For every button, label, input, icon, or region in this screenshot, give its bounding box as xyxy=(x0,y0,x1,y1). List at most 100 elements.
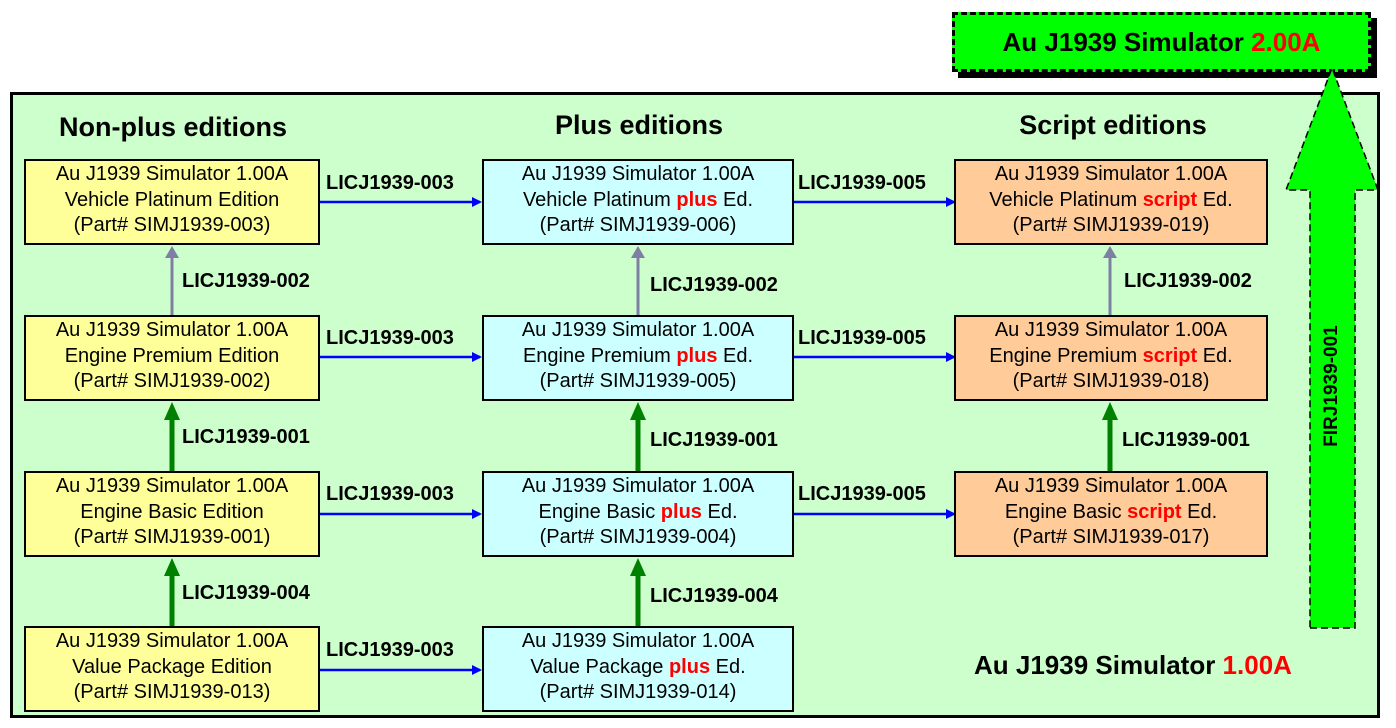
edition-suffix: Ed. xyxy=(710,655,746,678)
edition-highlight: plus xyxy=(668,655,711,678)
box-line-1: Au J1939 Simulator 1.00A xyxy=(521,630,755,652)
arrow-plus-up-4-3 xyxy=(630,558,646,626)
box-line-2: Engine Premium Edition xyxy=(64,344,280,367)
license-label-np-plus-r4: LICJ1939-003 xyxy=(326,639,454,661)
license-label-np-up-1: LICJ1939-002 xyxy=(182,270,310,292)
box-line-3: (Part# SIMJ1939-006) xyxy=(539,214,737,236)
box-line-1: Au J1939 Simulator 1.00A xyxy=(521,319,755,341)
edition-suffix: Ed. xyxy=(1197,344,1233,367)
version-2-box: Au J1939 Simulator 2.00A xyxy=(952,12,1371,72)
box-line-2: Vehicle Platinum plus Ed. xyxy=(484,188,792,214)
box-vehicle-platinum-plus: Au J1939 Simulator 1.00A Vehicle Platinu… xyxy=(482,159,794,245)
box-line-2: Engine Basic Edition xyxy=(80,500,264,523)
box-engine-premium-plus: Au J1939 Simulator 1.00A Engine Premium … xyxy=(482,315,794,401)
edition-suffix: Ed. xyxy=(1197,188,1233,211)
box-engine-basic-plus: Au J1939 Simulator 1.00A Engine Basic pl… xyxy=(482,471,794,557)
box-line-2: Engine Basic script Ed. xyxy=(956,500,1266,526)
edition-highlight: script xyxy=(1142,188,1198,211)
license-label-script-up-2: LICJ1939-001 xyxy=(1122,429,1250,451)
edition-highlight: plus xyxy=(676,188,718,211)
license-label-plus-up-2: LICJ1939-001 xyxy=(650,429,778,451)
box-engine-premium-edition: Au J1939 Simulator 1.00A Engine Premium … xyxy=(24,315,320,401)
license-label-np-plus-r3: LICJ1939-003 xyxy=(326,483,454,505)
arrow-np-up-3-2 xyxy=(164,402,180,471)
arrow-plus-up-2-1 xyxy=(631,246,645,315)
box-line-1: Au J1939 Simulator 1.00A xyxy=(55,319,289,341)
version-2-number: 2.00A xyxy=(1251,26,1321,57)
box-line-1: Au J1939 Simulator 1.00A xyxy=(55,630,289,652)
firmware-license-label: FIRJ1939-001 xyxy=(1321,325,1342,447)
version-2-prefix: Au J1939 Simulator xyxy=(1002,26,1252,57)
box-line-1: Au J1939 Simulator 1.00A xyxy=(55,475,289,497)
box-line-2: Value Package plus Ed. xyxy=(484,655,792,681)
edition-name: Vehicle Platinum xyxy=(522,188,677,211)
edition-name: Engine Basic xyxy=(538,500,661,523)
box-line-3: (Part# SIMJ1939-002) xyxy=(73,370,271,392)
license-label-np-plus-r1: LICJ1939-003 xyxy=(326,172,454,194)
edition-suffix: Ed. xyxy=(1181,500,1218,523)
box-line-2: Vehicle Platinum Edition xyxy=(64,188,280,211)
box-line-2: Vehicle Platinum script Ed. xyxy=(956,188,1266,214)
license-label-plus-script-r1: LICJ1939-005 xyxy=(798,172,926,194)
heading-nonplus: Non-plus editions xyxy=(59,112,287,142)
edition-name: Engine Basic xyxy=(1004,500,1128,523)
box-vehicle-platinum-script: Au J1939 Simulator 1.00A Vehicle Platinu… xyxy=(954,159,1268,245)
edition-name: Engine Premium xyxy=(989,344,1143,367)
box-line-3: (Part# SIMJ1939-003) xyxy=(73,214,271,236)
box-line-1: Au J1939 Simulator 1.00A xyxy=(521,163,755,185)
license-label-script-up-1: LICJ1939-002 xyxy=(1124,270,1252,292)
edition-suffix: Ed. xyxy=(701,500,738,523)
version-1-prefix: Au J1939 Simulator xyxy=(974,650,1223,680)
box-line-2: Engine Basic plus Ed. xyxy=(484,500,792,526)
edition-highlight: plus xyxy=(676,344,718,367)
box-value-package-plus: Au J1939 Simulator 1.00A Value Package p… xyxy=(482,626,794,712)
box-line-3: (Part# SIMJ1939-013) xyxy=(73,681,271,703)
license-label-plus-up-3: LICJ1939-004 xyxy=(650,585,778,607)
box-line-2: Engine Premium plus Ed. xyxy=(484,344,792,370)
box-line-3: (Part# SIMJ1939-018) xyxy=(1012,370,1210,392)
arrow-np-up-2-1 xyxy=(165,246,179,315)
box-line-1: Au J1939 Simulator 1.00A xyxy=(994,163,1228,185)
version-1-number: 1.00A xyxy=(1222,650,1292,680)
box-engine-basic-edition: Au J1939 Simulator 1.00A Engine Basic Ed… xyxy=(24,471,320,557)
heading-script: Script editions xyxy=(1019,110,1207,140)
edition-highlight: script xyxy=(1142,344,1198,367)
license-label-np-up-3: LICJ1939-004 xyxy=(182,582,310,604)
box-value-package-edition: Au J1939 Simulator 1.00A Value Package E… xyxy=(24,626,320,712)
box-line-2: Value Package Edition xyxy=(72,655,272,678)
box-line-1: Au J1939 Simulator 1.00A xyxy=(521,475,755,497)
arrow-script-up-2-1 xyxy=(1103,246,1117,315)
box-line-3: (Part# SIMJ1939-019) xyxy=(1012,214,1210,236)
box-line-3: (Part# SIMJ1939-001) xyxy=(73,526,271,548)
edition-name: Engine Premium xyxy=(522,344,677,367)
license-label-plus-up-1: LICJ1939-002 xyxy=(650,274,778,296)
edition-name: Vehicle Platinum xyxy=(989,188,1143,211)
edition-suffix: Ed. xyxy=(717,188,754,211)
version-1-title: Au J1939 Simulator 1.00A xyxy=(974,650,1292,681)
box-line-2: Engine Premium script Ed. xyxy=(956,344,1266,370)
arrow-plus-up-3-2 xyxy=(630,402,646,471)
box-line-3: (Part# SIMJ1939-004) xyxy=(539,526,737,548)
box-line-3: (Part# SIMJ1939-005) xyxy=(539,370,737,392)
box-line-3: (Part# SIMJ1939-014) xyxy=(539,681,737,703)
box-engine-premium-script: Au J1939 Simulator 1.00A Engine Premium … xyxy=(954,315,1268,401)
arrow-script-up-3-2 xyxy=(1102,402,1118,471)
box-line-3: (Part# SIMJ1939-017) xyxy=(1012,526,1210,548)
edition-highlight: script xyxy=(1127,500,1182,523)
box-engine-basic-script: Au J1939 Simulator 1.00A Engine Basic sc… xyxy=(954,471,1268,557)
arrow-np-up-4-3 xyxy=(164,558,180,626)
box-line-1: Au J1939 Simulator 1.00A xyxy=(994,475,1228,497)
license-label-np-up-2: LICJ1939-001 xyxy=(182,426,310,448)
license-label-np-plus-r2: LICJ1939-003 xyxy=(326,327,454,349)
box-line-1: Au J1939 Simulator 1.00A xyxy=(55,163,289,185)
edition-highlight: plus xyxy=(660,500,702,523)
firmware-upgrade-arrow xyxy=(1284,65,1380,629)
license-label-plus-script-r3: LICJ1939-005 xyxy=(798,483,926,505)
box-line-1: Au J1939 Simulator 1.00A xyxy=(994,319,1228,341)
box-vehicle-platinum-edition: Au J1939 Simulator 1.00A Vehicle Platinu… xyxy=(24,159,320,245)
edition-name: Value Package xyxy=(530,655,669,678)
license-label-plus-script-r2: LICJ1939-005 xyxy=(798,327,926,349)
edition-suffix: Ed. xyxy=(717,344,754,367)
heading-plus: Plus editions xyxy=(554,110,724,140)
